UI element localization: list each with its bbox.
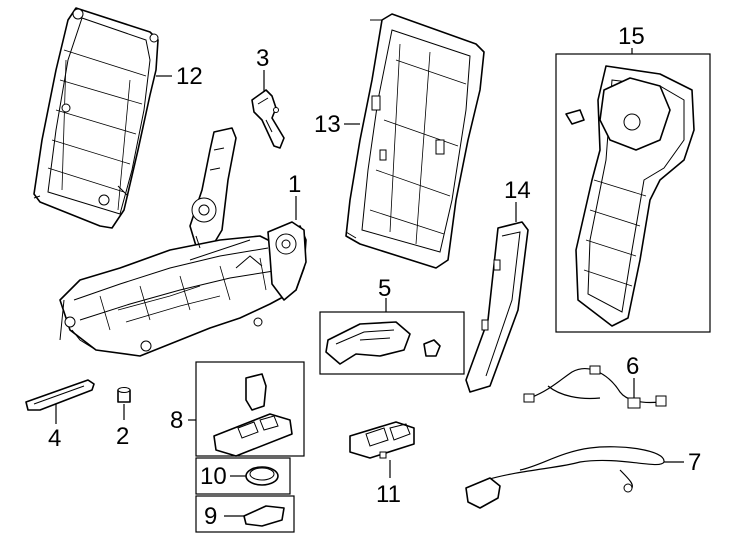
- callout-7: 7: [688, 449, 701, 476]
- callout-labels: 1 2 3 4 5 6 7 8 9 10 11 12 13 14 15: [48, 23, 701, 530]
- part-1-seat-base-frame[interactable]: [59, 127, 307, 357]
- callout-12: 12: [176, 63, 203, 90]
- part-2-cap[interactable]: [117, 387, 131, 403]
- callout-10: 10: [200, 463, 227, 490]
- part-5-bracket[interactable]: [325, 321, 411, 365]
- callout-5: 5: [378, 275, 391, 302]
- part-8-switch-housing[interactable]: [213, 413, 293, 457]
- part-9-pad[interactable]: [243, 505, 285, 527]
- callout-3: 3: [256, 45, 269, 72]
- part-8-group: [195, 361, 305, 457]
- part-12-seat-back-frame[interactable]: [33, 7, 159, 229]
- callout-14: 14: [504, 177, 531, 204]
- part-5-clip[interactable]: [423, 339, 441, 357]
- callout-15: 15: [618, 23, 645, 50]
- part-4-lever[interactable]: [25, 379, 95, 411]
- part-15-group: [555, 53, 711, 333]
- part-11-switch[interactable]: [349, 421, 415, 459]
- part-15-clip[interactable]: [565, 109, 585, 125]
- callout-11: 11: [376, 481, 401, 508]
- callout-4: 4: [48, 425, 61, 452]
- part-13-back-panel[interactable]: [345, 13, 485, 269]
- callout-8: 8: [170, 407, 183, 434]
- part-7-cable-assembly[interactable]: [465, 446, 665, 509]
- part-14-side-trim[interactable]: [465, 221, 529, 393]
- leader-lines: [55, 48, 684, 517]
- part-15-box: [555, 53, 711, 333]
- part-5-group: [319, 311, 465, 375]
- part-9-box: [195, 495, 295, 533]
- part-8-knob[interactable]: [245, 373, 267, 411]
- part-5-box: [319, 311, 465, 375]
- part-10-group: [195, 457, 291, 495]
- part-8-box: [195, 361, 305, 457]
- callout-1: 1: [288, 171, 301, 198]
- part-10-box: [195, 457, 291, 495]
- callout-6: 6: [626, 353, 639, 380]
- callout-9: 9: [204, 503, 217, 530]
- part-3-bracket[interactable]: [251, 89, 285, 149]
- callout-2: 2: [116, 423, 129, 450]
- part-9-group: [195, 495, 295, 533]
- part-6-wire-harness[interactable]: [523, 365, 667, 409]
- callout-13: 13: [314, 111, 341, 138]
